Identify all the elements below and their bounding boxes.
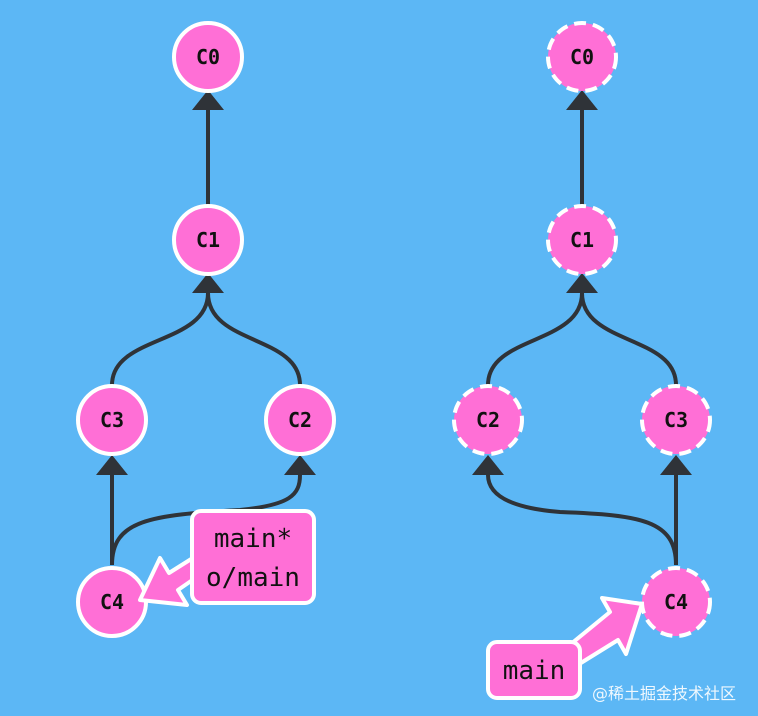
branch-tag[interactable]: main — [486, 640, 582, 700]
commit-node[interactable]: C0 — [546, 21, 618, 93]
edge-c4-to-c2 — [486, 474, 678, 566]
commit-label: C4 — [664, 590, 688, 614]
commit-label: C4 — [100, 590, 124, 614]
commit-label: C0 — [570, 45, 594, 69]
branch-name-main-star: main* — [214, 524, 292, 554]
commit-label: C1 — [196, 228, 220, 252]
edge-c3-to-c1 — [580, 292, 678, 386]
commit-label: C2 — [476, 408, 500, 432]
arrowhead-c1 — [566, 273, 598, 293]
arrowhead-c2 — [284, 455, 316, 475]
edge-c2-to-c1 — [206, 292, 302, 386]
branch-pointer-arrow — [564, 596, 644, 668]
branch-name-o-main: o/main — [206, 563, 300, 593]
commit-label: C2 — [288, 408, 312, 432]
branch-name-main: main — [503, 656, 566, 686]
arrowhead-c1 — [192, 273, 224, 293]
commit-node[interactable]: C0 — [172, 21, 244, 93]
commit-node[interactable]: C1 — [172, 204, 244, 276]
watermark-text: @稀土掘金技术社区 — [591, 684, 736, 703]
commit-node[interactable]: C4 — [76, 566, 148, 638]
arrowhead-c3 — [660, 455, 692, 475]
edge-c2-to-c1 — [486, 292, 584, 386]
commit-label: C0 — [196, 45, 220, 69]
arrowhead-c2 — [472, 455, 504, 475]
commit-node[interactable]: C3 — [76, 384, 148, 456]
arrowhead-c0 — [192, 90, 224, 110]
edge-c3-to-c1 — [110, 292, 210, 386]
commit-node[interactable]: C4 — [640, 566, 712, 638]
arrowhead-c3 — [96, 455, 128, 475]
commit-node[interactable]: C1 — [546, 204, 618, 276]
commit-label: C3 — [100, 408, 124, 432]
commit-label: C3 — [664, 408, 688, 432]
commit-node[interactable]: C3 — [640, 384, 712, 456]
commit-node[interactable]: C2 — [452, 384, 524, 456]
left-graph: C0 C1 C3 C2 C4 main* o/main — [76, 21, 336, 638]
branch-tag[interactable]: main* o/main — [190, 509, 316, 605]
arrowhead-c0 — [566, 90, 598, 110]
commit-node[interactable]: C2 — [264, 384, 336, 456]
commit-label: C1 — [570, 228, 594, 252]
right-graph: C0 C1 C2 C3 C4 main — [452, 21, 712, 700]
